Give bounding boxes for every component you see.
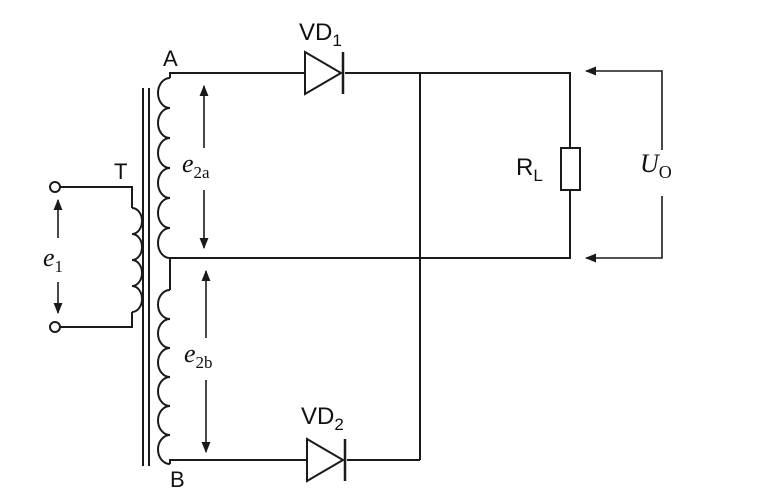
diode-vd1 — [304, 50, 345, 96]
input-terminal-bottom — [49, 321, 61, 333]
label-e2a: e2a — [182, 149, 210, 182]
wire-bottom-b — [169, 459, 307, 464]
label-node-b: B — [170, 467, 185, 492]
label-output: UO — [640, 149, 672, 182]
output-arrow-top — [584, 66, 663, 150]
label-vd1: VD1 — [299, 19, 342, 50]
input-terminal-top — [49, 181, 61, 193]
label-e1: e1 — [43, 243, 63, 276]
output-arrow-bottom — [584, 196, 663, 263]
label-transformer: T — [114, 159, 127, 184]
wire-top-a — [169, 72, 305, 78]
center-tap-wire — [169, 190, 571, 290]
label-e2b: e2b — [184, 339, 213, 372]
secondary-coil-b — [157, 289, 171, 465]
label-load: RL — [516, 154, 543, 185]
secondary-coil-a — [157, 77, 171, 259]
wire-top-right — [345, 72, 571, 150]
diode-vd2 — [306, 437, 347, 483]
label-vd2: VD2 — [301, 403, 344, 434]
primary-coil — [131, 207, 143, 313]
primary-lead-bottom — [60, 312, 133, 328]
load-resistor — [560, 147, 581, 191]
primary-lead-top — [60, 186, 133, 208]
label-node-a: A — [163, 46, 178, 71]
